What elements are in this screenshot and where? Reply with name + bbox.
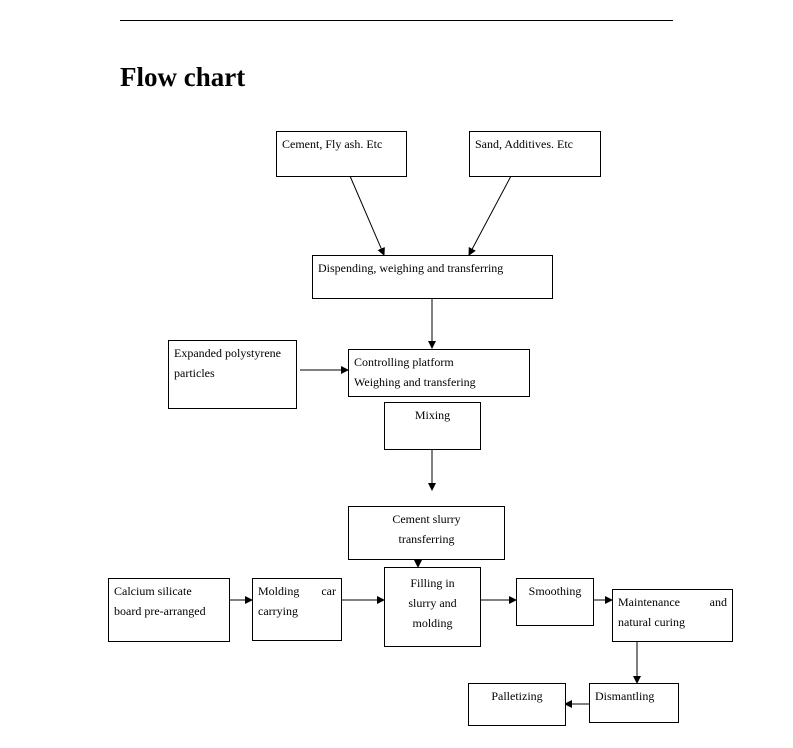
node-palletizing: Palletizing — [468, 683, 566, 726]
node-calcium-silicate: Calcium silicate board pre-arranged — [108, 578, 230, 642]
node-label: board pre-arranged — [114, 604, 206, 618]
page-title: Flow chart — [120, 62, 246, 92]
node-label: carrying — [258, 604, 298, 618]
node-label: Cement slurry — [392, 512, 461, 526]
node-label: transferring — [398, 532, 455, 546]
top-rule — [120, 20, 673, 21]
node-dispending: Dispending, weighing and transferring — [312, 255, 553, 299]
node-label: Calcium silicate — [114, 584, 192, 598]
node-label: Cement, Fly ash. Etc — [282, 137, 383, 151]
node-label: Filling in — [410, 576, 455, 590]
node-dismantling: Dismantling — [589, 683, 679, 723]
node-label: Weighing and transfering — [354, 375, 476, 389]
node-controlling-platform: Controlling platform Weighing and transf… — [348, 349, 530, 397]
node-cement-flyash: Cement, Fly ash. Etc — [276, 131, 407, 177]
node-filling: Filling in slurry and molding — [384, 567, 481, 647]
node-label: Palletizing — [491, 689, 543, 703]
node-label: Expanded polystyrene — [174, 346, 281, 360]
node-label: Dismantling — [595, 689, 655, 703]
node-sand-additives: Sand, Additives. Etc — [469, 131, 601, 177]
node-label: Maintenance and — [618, 595, 727, 609]
node-label: Smoothing — [528, 584, 582, 598]
node-label: Controlling platform — [354, 355, 454, 369]
node-label: Sand, Additives. Etc — [475, 137, 573, 151]
node-cement-slurry: Cement slurry transferring — [348, 506, 505, 560]
arrow-sand-to-dispending — [468, 175, 512, 256]
arrow-cement-to-dispending — [349, 175, 385, 256]
node-label: natural curing — [618, 615, 685, 629]
node-label: particles — [174, 366, 215, 380]
node-label: Molding car — [258, 584, 336, 598]
node-label: slurry and — [408, 596, 457, 610]
node-maintenance: Maintenance and natural curing — [612, 589, 733, 642]
node-expanded-polystyrene: Expanded polystyrene particles — [168, 340, 297, 409]
node-smoothing: Smoothing — [516, 578, 594, 626]
node-mixing: Mixing — [384, 402, 481, 450]
node-label: Mixing — [414, 408, 451, 422]
node-molding-car: Molding car carrying — [252, 578, 342, 641]
node-label: Dispending, weighing and transferring — [318, 261, 504, 275]
node-label: molding — [412, 616, 453, 630]
